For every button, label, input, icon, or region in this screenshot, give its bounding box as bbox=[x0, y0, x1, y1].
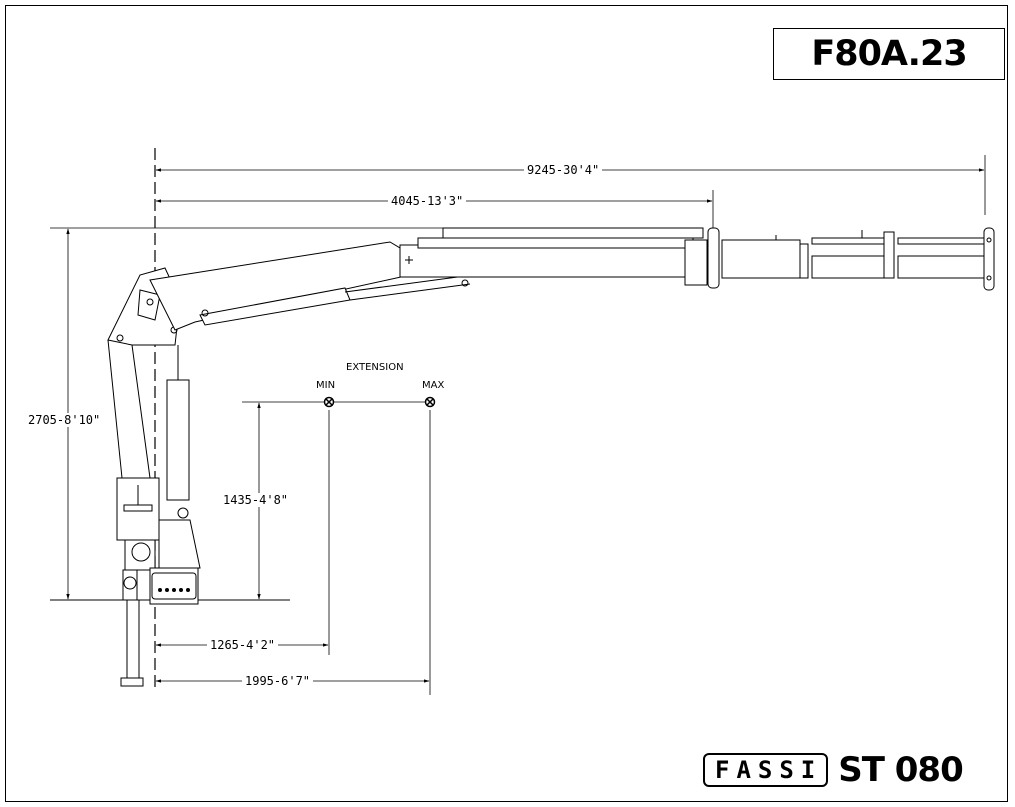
extension-title: EXTENSION bbox=[346, 362, 404, 373]
crane-inner-boom bbox=[107, 267, 190, 501]
extension-max-marker bbox=[424, 396, 436, 408]
overall-height-dimension: 2705-8'10" bbox=[25, 413, 104, 427]
drawing-frame bbox=[5, 5, 1008, 802]
brand-model: ST 080 bbox=[838, 750, 963, 790]
crane-extensions bbox=[721, 227, 995, 291]
mount-height-dimension: 1435-4'8" bbox=[220, 493, 292, 507]
model-code: F80A.23 bbox=[811, 34, 967, 74]
extension-max-dimension: 1995-6'7" bbox=[242, 674, 314, 688]
crane-column bbox=[116, 477, 201, 687]
model-code-box: F80A.23 bbox=[773, 28, 1005, 80]
crane-outer-boom bbox=[149, 227, 720, 331]
extension-max-label: MAX bbox=[422, 380, 445, 391]
brand-logo: FASSI bbox=[703, 753, 829, 787]
brand-block: FASSI ST 080 bbox=[703, 750, 964, 790]
extension-min-dimension: 1265-4'2" bbox=[207, 638, 279, 652]
hydraulic-reach-dimension: 4045-13'3" bbox=[388, 194, 467, 208]
total-reach-dimension: 9245-30'4" bbox=[524, 163, 603, 177]
extension-min-label: MIN bbox=[316, 380, 336, 391]
extension-min-marker bbox=[323, 396, 335, 408]
